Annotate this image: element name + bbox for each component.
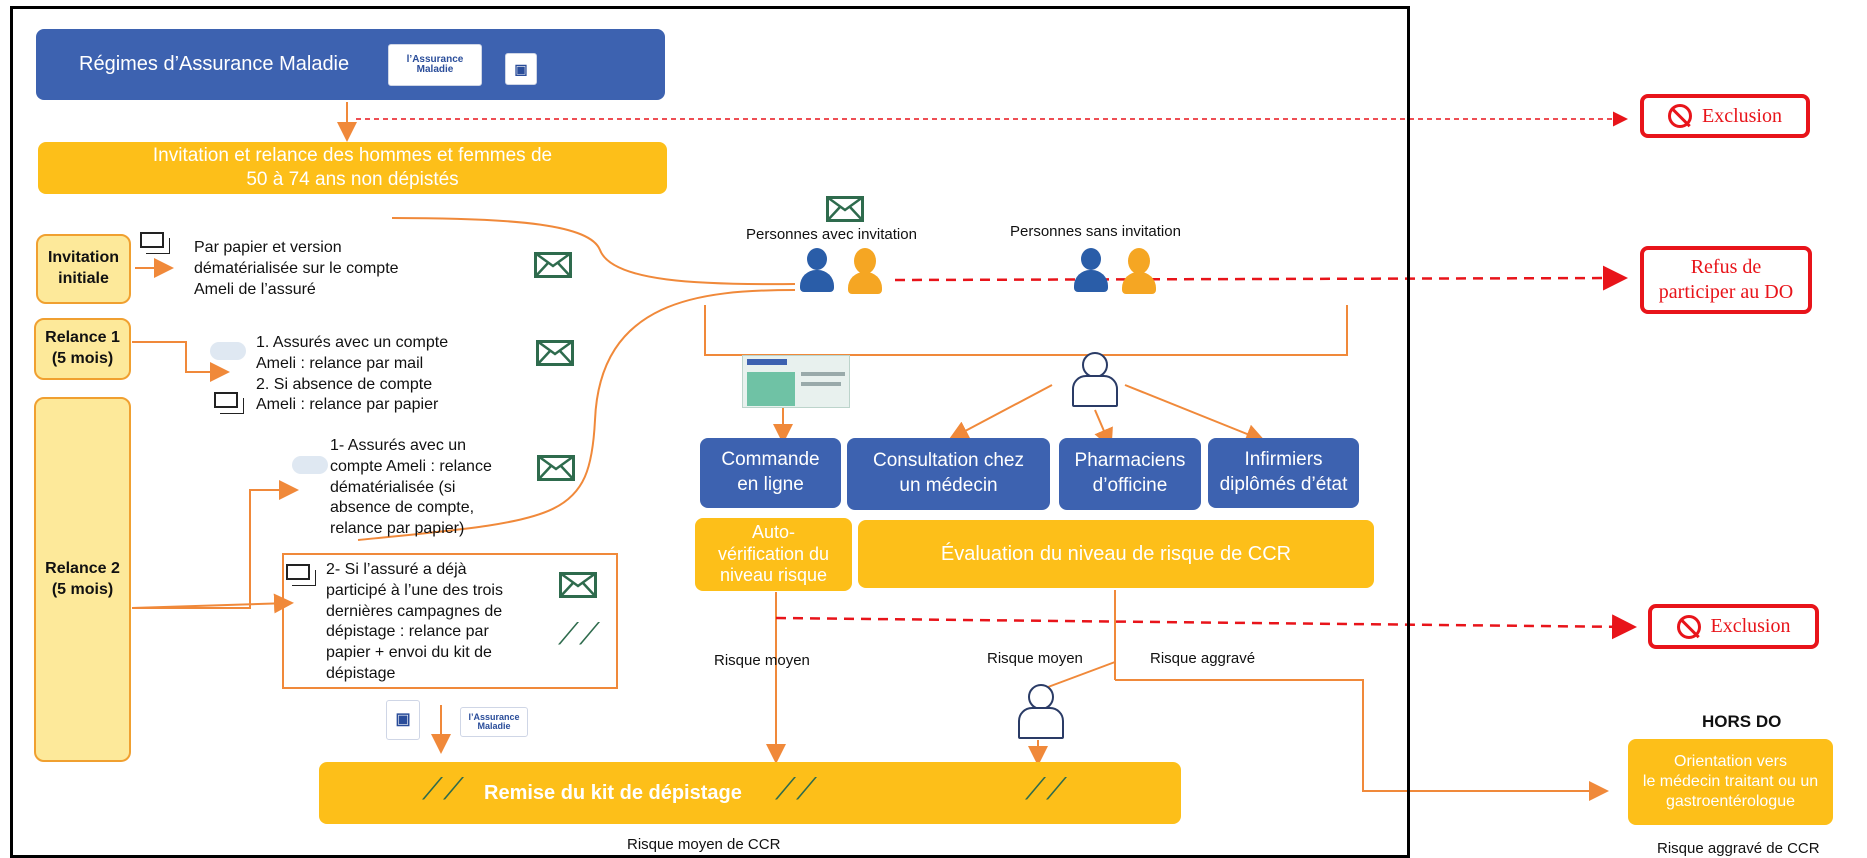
doctor-icon [1016,684,1064,739]
remise-kit-bar: Remise du kit de dépistage [319,762,1181,824]
orientation-box: Orientation vers le médecin traitant ou … [1628,739,1833,825]
relance-2-text-b: 2- Si l’assuré a déjà participé à l’une … [326,561,503,682]
arrow-to-orientation [1115,679,1609,801]
line-eval-to-doctor [1039,661,1116,691]
persons-without-invitation-label: Personnes sans invitation [1010,223,1181,240]
person-male-icon [800,248,834,294]
hors-do-label: HORS DO [1702,712,1782,731]
curve-invitation-to-persons [391,217,796,286]
arrow-to-consultation [948,384,1053,440]
step-relance-1: Relance 1 (5 mois) [34,318,131,380]
evaluation-risque-box: Évaluation du niveau de risque de CCR [858,520,1374,588]
arrow-relance2-b [131,593,294,614]
cloud-icon [292,456,328,474]
bracket-persons [704,305,1348,356]
assurance-maladie-logo: l’Assurance Maladie [460,707,528,737]
mail-doc-icon: ▣ [505,53,537,85]
header-banner: Régimes d’Assurance Maladie [36,29,665,100]
relance-2-box [282,553,618,689]
prohibited-icon [1668,104,1692,128]
envelope-icon [826,196,864,222]
person-male-icon [1074,248,1108,294]
invitation-initiale-text: Par papier et version dématérialisée sur… [194,239,399,298]
envelope-icon [559,572,597,598]
assurance-maladie-logo: l’Assurance Maladie [388,44,482,86]
risque-moyen-label: Risque moyen [987,650,1083,667]
curve-relance2-to-persons [357,289,796,541]
persons-with-invitation-label: Personnes avec invitation [746,226,917,243]
footer-risque-moyen-ccr: Risque moyen de CCR [627,836,781,853]
prohibited-icon [1676,614,1701,639]
envelope-icon [537,455,575,481]
paper-icon [214,392,238,408]
arrow-to-infirmiers [1124,384,1266,444]
envelope-icon [534,252,572,278]
dashed-to-refus [894,265,1628,291]
footer-risque-aggrave-ccr: Risque aggravé de CCR [1657,840,1820,857]
relance-2-text-a: 1- Assurés avec un compte Ameli : relanc… [330,437,492,538]
test-kit-icon: ⟋⟋ [1025,773,1067,806]
person-female-icon [848,248,882,294]
test-kit-icon: ⟋⟋ [775,773,817,806]
invitation-banner: Invitation et relance des hommes et femm… [38,142,667,194]
paper-icon [140,232,164,248]
test-kit-icon: ⟋⟋ [422,773,464,806]
test-kit-icon: ⟋⟋ [558,618,600,651]
page-title: Régimes d’Assurance Maladie [79,53,350,75]
step-invitation-initiale: Invitation initiale [36,234,131,304]
cloud-icon [210,342,246,360]
arrow-relance2-a [132,480,299,609]
risque-moyen-label: Risque moyen [714,652,810,669]
mail-doc-icon: ▣ [386,700,420,740]
envelope-icon [536,340,574,366]
main-frame [10,6,1410,858]
remise-kit-label: Remise du kit de dépistage [484,781,742,804]
step-relance-2: Relance 2 (5 mois) [34,397,131,762]
exclusion-box: Exclusion [1640,94,1810,138]
person-female-icon [1122,248,1156,294]
paper-icon [286,564,310,580]
exclusion-box: Exclusion [1648,604,1819,649]
refus-box: Refus de participer au DO [1640,246,1812,314]
dashed-to-exclusion-2 [775,614,1637,640]
relance-1-text: 1. Assurés avec un compte Ameli : relanc… [256,334,449,414]
arrow-relance1 [132,341,230,382]
doctor-icon [1070,352,1118,407]
risque-aggrave-label: Risque aggravé [1150,650,1256,667]
online-order-thumbnail [742,355,850,408]
